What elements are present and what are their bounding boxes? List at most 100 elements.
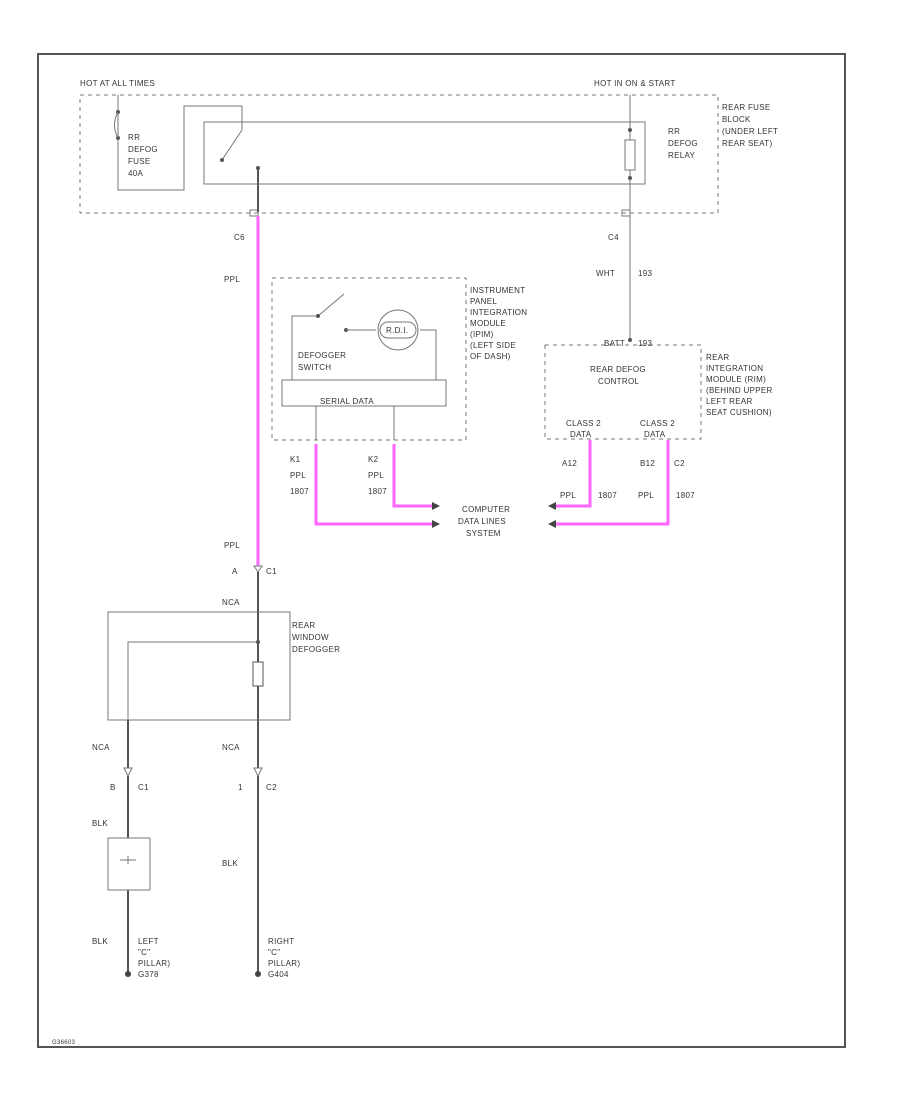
rim-connector-c2: C2 [674,459,685,468]
ipim-label-line: INTEGRATION [470,308,527,317]
rear-fuse-block-label-line: REAR SEAT) [722,139,772,148]
ipim-pin-k2: K2 [368,455,379,464]
defogger-switch-contact [291,293,345,380]
ipim-label-line: INSTRUMENT [470,286,525,295]
connector-c6-label: C6 [234,233,245,242]
rear-fuse-block-label-line: BLOCK [722,115,751,124]
fuse-label-line: DEFOG [128,145,158,154]
right-pin-1: 1 [238,783,243,792]
fuse-label-line: FUSE [128,157,151,166]
rim-a12-wire-color: PPL [560,491,576,500]
right-ground-label-line: PILLAR) [268,959,300,968]
batt-circuit-label: 193 [638,339,652,348]
rear-defog-control-label-line: REAR DEFOG [590,365,646,374]
indicator-label: R.D.I. [386,326,408,335]
class2-data-right-label-line: DATA [644,430,666,439]
right-ground-label-line: "C" [268,948,280,957]
rim-a12-circuit: 1807 [598,491,617,500]
rear-window-defogger-label-line: WINDOW [292,633,329,642]
serial-data-block [281,379,447,407]
ipim-k1-wire-color: PPL [290,471,306,480]
rim-label-line: (BEHIND UPPER [706,386,773,395]
rear-defog-control-label-line: CONTROL [598,377,639,386]
connector-a-label: A [232,567,238,576]
right-ground-point [255,971,261,977]
relay-coil-bottom-terminal [628,176,632,180]
rim-label: REAR INTEGRATION MODULE (RIM) (BEHIND UP… [706,353,775,417]
indicator-wire [346,329,437,380]
rim-b12-data-wire [556,440,670,526]
right-pin-c2: C2 [266,783,277,792]
ipim-label-line: PANEL [470,297,497,306]
blk-right-label: BLK [222,859,238,868]
defogger-switch-label-line: SWITCH [298,363,331,372]
hot-in-on-label: HOT IN ON & START [594,79,676,88]
left-ground-label-line: G378 [138,970,159,979]
rim-label-line: MODULE (RIM) [706,375,766,384]
rim-b12-circuit: 1807 [676,491,695,500]
class2-data-left-label-line: CLASS 2 [566,419,601,428]
ipim-k1-circuit: 1807 [290,487,309,496]
diagram-frame [37,53,846,1048]
right-ground-label: RIGHT "C" PILLAR) G404 [268,937,303,979]
rim-label-line: SEAT CUSHION) [706,408,772,417]
rim-pin-a12: A12 [562,459,577,468]
batt-label: BATT [604,339,625,348]
left-ground-label-line: LEFT [138,937,159,946]
rim-pin-b12: B12 [640,459,655,468]
ipim-k1-data-wire [314,444,432,526]
data-arrow-rim-1 [548,502,556,510]
relay-label-line: DEFOG [668,139,698,148]
class2-data-left-label-line: DATA [570,430,592,439]
rear-fuse-block-outline [79,94,719,214]
nca-left-label: NCA [92,743,110,752]
inline-splice-box [107,837,151,891]
right-connector-c2 [253,767,263,778]
rear-window-defogger-box [107,611,291,721]
connector-c1-symbol [253,565,263,573]
ipim-k2-wire-color: PPL [368,471,384,480]
ipim-label-line: (IPIM) [470,330,494,339]
relay-label-line: RELAY [668,151,696,160]
fuse-feed-wire [117,95,242,191]
ipim-k2-circuit: 1807 [368,487,387,496]
left-ground-label-line: PILLAR) [138,959,170,968]
left-ground-label-line: "C" [138,948,150,957]
blk-left-label: BLK [92,819,108,828]
rim-batt-terminal [628,338,632,342]
data-arrow-ipim-1 [432,502,440,510]
computer-data-lines-label: COMPUTER DATA LINES SYSTEM [458,505,513,538]
connector-c4-label: C4 [608,233,619,242]
rear-fuse-block-label-line: REAR FUSE [722,103,771,112]
ipim-label-line: (LEFT SIDE [470,341,516,350]
fuse-label-line: 40A [128,169,143,178]
rear-window-defogger-label-line: REAR [292,621,315,630]
nca-right-label: NCA [222,743,240,752]
hot-at-all-times-label: HOT AT ALL TIMES [80,79,155,88]
computer-data-lines-label-line: DATA LINES [458,517,506,526]
rear-defog-control-label: REAR DEFOG CONTROL [590,365,648,386]
relay-coil-top-terminal [628,128,632,132]
fuse-symbol [114,111,119,139]
rear-fuse-block-label-line: (UNDER LEFT [722,127,778,136]
ipim-label-line: OF DASH) [470,352,511,361]
inline-splice-symbol [120,856,136,864]
defog-relay-box [203,121,646,185]
rim-a12-data-wire [556,440,592,508]
rear-window-defogger-label: REAR WINDOW DEFOGGER [292,621,340,654]
rim-label-line: LEFT REAR [706,397,753,406]
relay-label-line: RR [668,127,680,136]
indicator-lamp-inner [379,321,417,339]
left-ground-point [125,971,131,977]
fuse-label: RR DEFOG FUSE 40A [128,133,160,178]
defogger-switch-label-line: DEFOGGER [298,351,346,360]
ppl-top-label: PPL [224,275,240,284]
serial-data-label: SERIAL DATA [320,397,374,406]
relay-switch-contact [221,106,243,161]
wht-wire-label: WHT [596,269,615,278]
ppl-mid-label: PPL [224,541,240,550]
right-ground-label-line: RIGHT [268,937,294,946]
relay-label: RR DEFOG RELAY [668,127,700,160]
connector-c1-label: C1 [266,567,277,576]
